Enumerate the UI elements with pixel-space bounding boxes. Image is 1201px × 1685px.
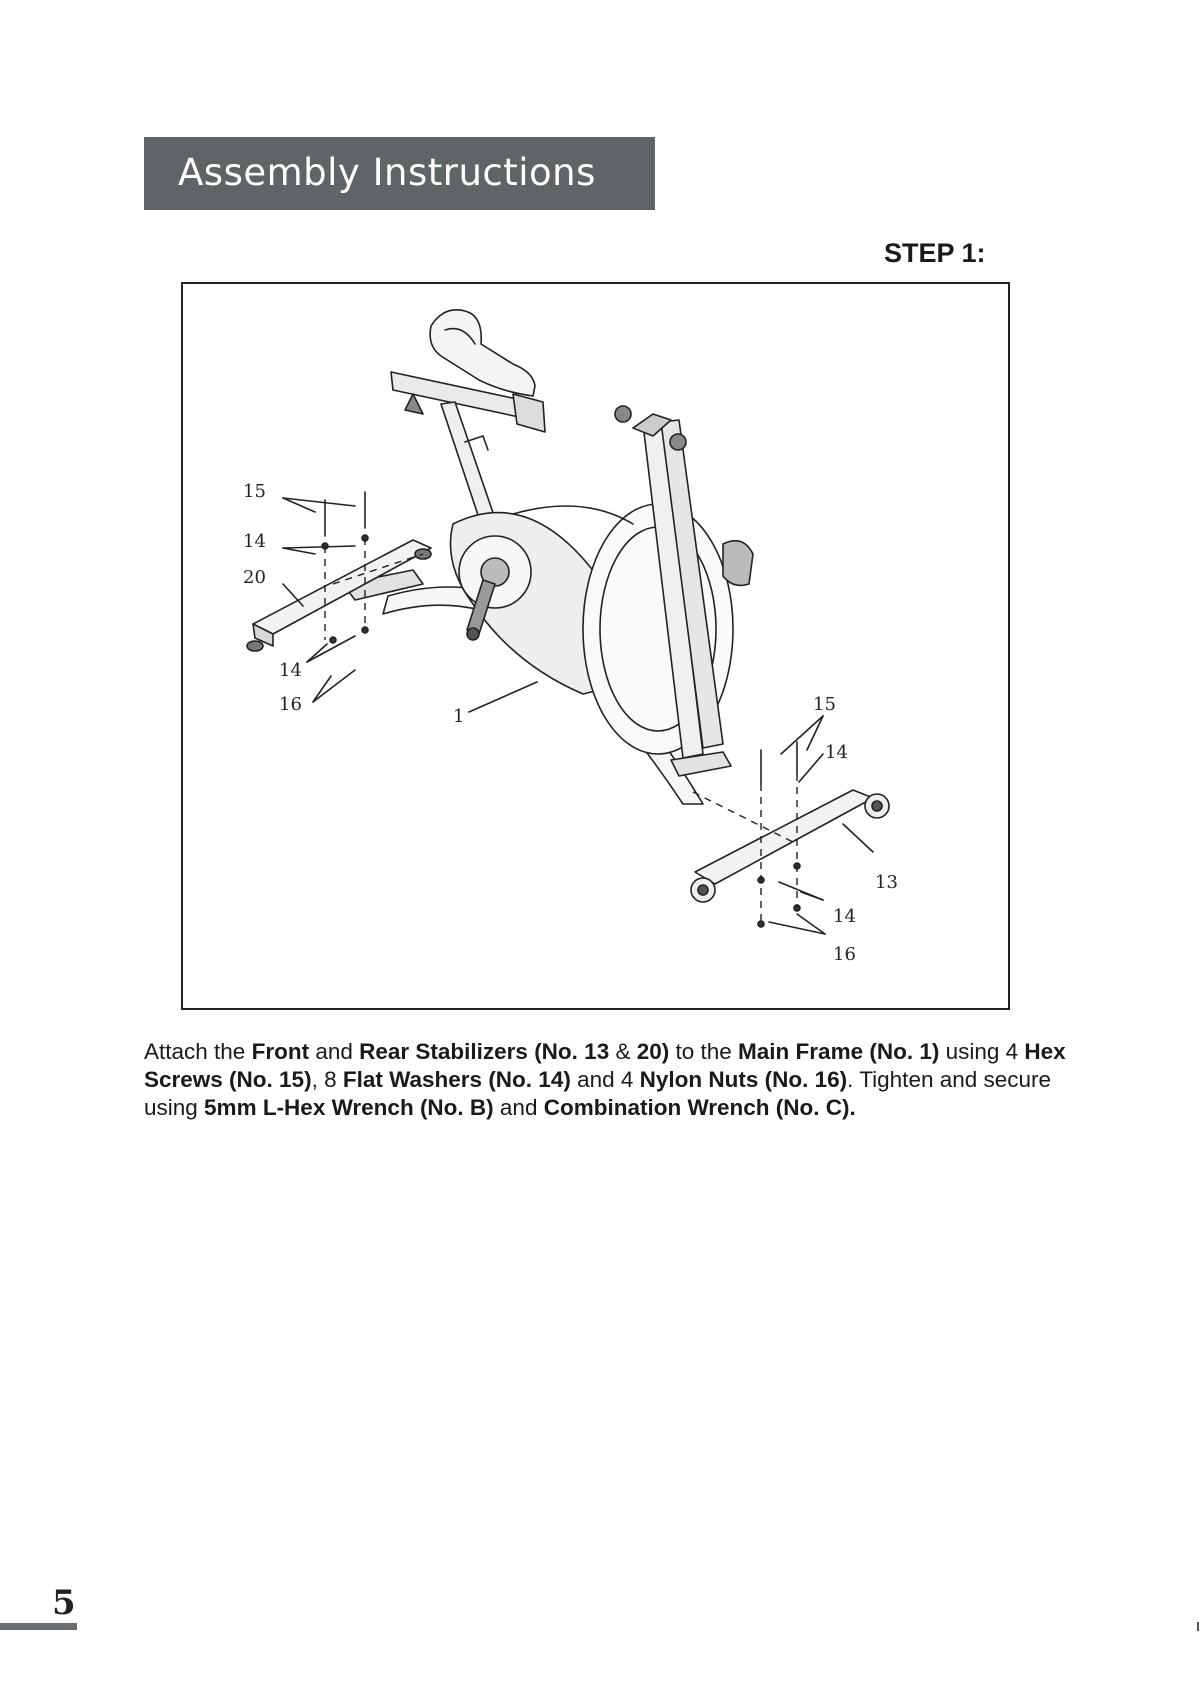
assembly-diagram: 15 14 20 14 16 1 15 14 13 14 16 [181, 282, 1010, 1010]
edge-mark [1197, 1622, 1199, 1631]
callout-16-left: 16 [279, 694, 302, 715]
instruction-bold-term: Hex Screws (No. 15) [144, 1039, 1066, 1092]
instruction-bold-term: Nylon Nuts (No. 16) [639, 1067, 848, 1092]
instruction-bold-term: 5mm L-Hex Wrench (No. B) [204, 1095, 494, 1120]
instruction-text: and 4 [570, 1067, 640, 1092]
callout-14-right-upper: 14 [825, 742, 848, 763]
callout-15-left: 15 [243, 481, 266, 502]
instruction-bold-term: Front [251, 1039, 310, 1064]
instruction-bold-term: Main Frame (No. 1) [738, 1039, 940, 1064]
page-number-rule [0, 1623, 77, 1630]
instruction-text: and [309, 1039, 360, 1064]
callout-14-right-lower: 14 [833, 906, 856, 927]
part-callouts: 15 14 20 14 16 1 15 14 13 14 16 [243, 481, 898, 965]
callout-16-right: 16 [833, 944, 856, 965]
callout-20: 20 [243, 567, 266, 588]
instruction-bold-term: 20) [636, 1039, 670, 1064]
exercise-bike-illustration: 15 14 20 14 16 1 15 14 13 14 16 [243, 309, 898, 965]
instruction-bold-term: Combination Wrench (No. C). [543, 1095, 856, 1120]
instruction-paragraph: Attach the Front and Rear Stabilizers (N… [144, 1038, 1074, 1122]
callout-14-left-upper: 14 [243, 531, 266, 552]
instruction-text: Attach the [144, 1039, 252, 1064]
page-number: 5 [52, 1583, 76, 1623]
instruction-text: . Tighten and secure using [144, 1067, 1052, 1120]
callout-14-left-lower: 14 [279, 660, 302, 681]
instruction-bold-term: Flat Washers (No. 14) [342, 1067, 571, 1092]
callout-13: 13 [875, 872, 898, 893]
instruction-text: and [493, 1095, 544, 1120]
instruction-bold-term: Rear Stabilizers (No. 13 [359, 1039, 610, 1064]
callout-15-right: 15 [813, 694, 836, 715]
instruction-text: , 8 [311, 1067, 343, 1092]
section-header-bar: Assembly Instructions [144, 137, 655, 210]
callout-1: 1 [453, 706, 464, 727]
section-title: Assembly Instructions [178, 151, 596, 194]
instruction-text: to the [669, 1039, 739, 1064]
step-label: STEP 1: [884, 238, 986, 268]
instruction-text: using 4 [939, 1039, 1025, 1064]
instruction-text: & [609, 1039, 637, 1064]
